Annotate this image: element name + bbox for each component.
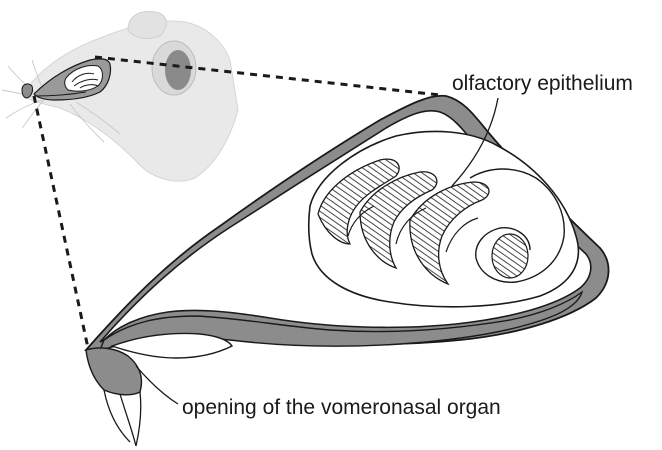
incisor-outline — [104, 390, 141, 446]
mouse-front-ear-inner — [165, 50, 191, 90]
label-olfactory-epithelium: olfactory epithelium — [452, 72, 633, 95]
leader-line-vomeronasal — [136, 366, 178, 404]
mouse-back-ear — [128, 12, 166, 39]
mouse-head-illustration — [2, 12, 238, 182]
snout-tip — [86, 348, 142, 395]
ethmoturbinate-core — [492, 234, 528, 278]
label-vomeronasal-opening: opening of the vomeronasal organ — [182, 396, 501, 419]
mouse-head-silhouette — [24, 21, 238, 181]
zoom-line-bottom — [34, 96, 88, 348]
